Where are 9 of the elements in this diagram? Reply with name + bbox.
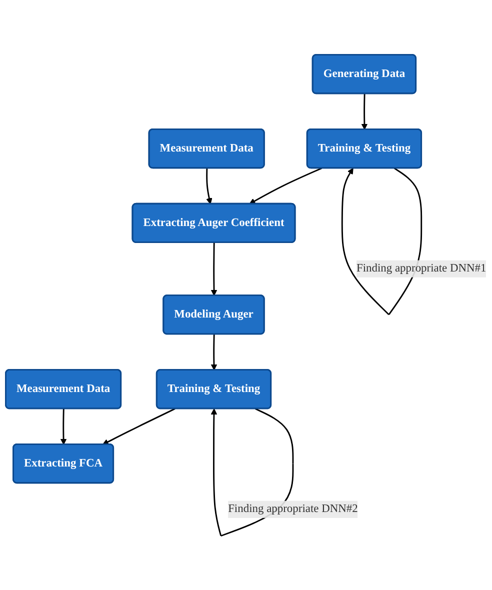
arrow	[60, 408, 67, 444]
arrow	[210, 242, 218, 296]
arrow	[102, 408, 176, 444]
edge-label: Finding appropriate DNN#2	[228, 502, 358, 515]
arrow	[210, 334, 218, 370]
arrow	[361, 93, 368, 130]
edge-label: Finding appropriate DNN#1	[356, 262, 486, 274]
arrow	[249, 167, 322, 204]
arrow	[206, 168, 212, 204]
